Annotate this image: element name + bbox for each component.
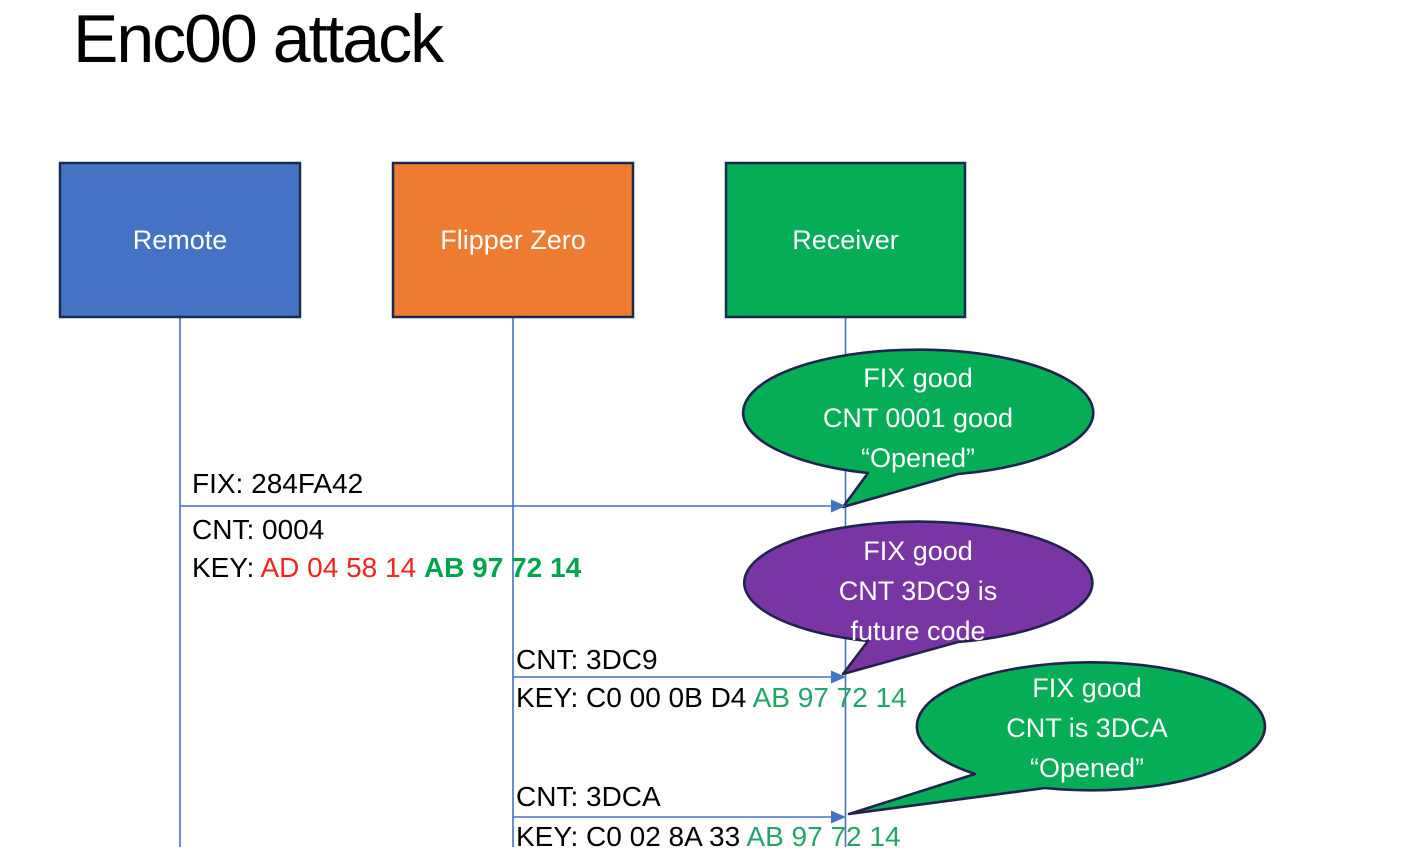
message1-fix-label: FIX: 284FA42: [192, 468, 364, 499]
callout-line: “Opened”: [860, 443, 976, 473]
callout-line: FIX good: [1032, 673, 1142, 703]
actor-label-remote: Remote: [132, 224, 228, 255]
key-prefix: KEY:: [192, 552, 261, 583]
key-prefix: KEY:: [516, 821, 587, 852]
message-arrow-flipper-to-receiver-1: [513, 670, 846, 684]
message-arrow-flipper-to-receiver-2: [513, 810, 846, 824]
message2-cnt-label: CNT: 3DC9: [516, 644, 658, 675]
callout2-text: FIX good CNT 3DC9 is future code: [768, 531, 1068, 651]
actor-box-remote: [58, 161, 302, 319]
key-prefix: KEY:: [516, 682, 587, 713]
callout-line: future code: [850, 616, 986, 646]
key-changing-bytes: C0 02 8A 33: [586, 821, 747, 852]
callout1-text: FIX good CNT 0001 good “Opened”: [768, 358, 1068, 478]
callout-bubble-cnt3dc9-future: [743, 520, 1094, 676]
arrowhead-icon: [831, 810, 846, 824]
key-fixed-bytes: AB 97 72 14: [746, 821, 901, 852]
callout-line: FIX good: [863, 536, 973, 566]
actor-box-receiver: [724, 161, 967, 319]
callout-line: “Opened”: [1029, 753, 1145, 783]
actor-box-flipper-zero: [391, 161, 635, 319]
callout-line: CNT 0001 good: [822, 403, 1014, 433]
message1-key-label: KEY: AD 04 58 14 AB 97 72 14: [192, 552, 581, 584]
key-fixed-bytes: AB 97 72 14: [423, 552, 582, 583]
message2-key-label: KEY: C0 00 0B D4 AB 97 72 14: [516, 682, 907, 714]
arrowhead-icon: [831, 670, 846, 684]
callout-bubble-fix-cnt0001-opened: [741, 348, 1095, 509]
callout-line: CNT is 3DCA: [1006, 713, 1168, 743]
actor-label-flipper-zero: Flipper Zero: [440, 224, 586, 255]
key-changing-bytes: C0 00 0B D4: [586, 682, 753, 713]
message1-cnt-label: CNT: 0004: [192, 514, 325, 545]
message-arrow-remote-to-receiver: [180, 499, 846, 513]
callout3-text: FIX good CNT is 3DCA “Opened”: [937, 668, 1237, 788]
key-changing-bytes: AD 04 58 14: [260, 552, 424, 583]
actor-label-receiver: Receiver: [792, 224, 899, 255]
message3-key-label: KEY: C0 02 8A 33 AB 97 72 14: [516, 821, 901, 853]
key-fixed-bytes: AB 97 72 14: [752, 682, 907, 713]
arrowhead-icon: [831, 499, 846, 513]
callout-line: CNT 3DC9 is: [838, 576, 998, 606]
callout-bubble-cnt3dca-opened: [847, 660, 1267, 816]
message3-cnt-label: CNT: 3DCA: [516, 781, 661, 812]
callout-line: FIX good: [863, 363, 973, 393]
slide-title: Enc00 attack: [73, 1, 444, 77]
